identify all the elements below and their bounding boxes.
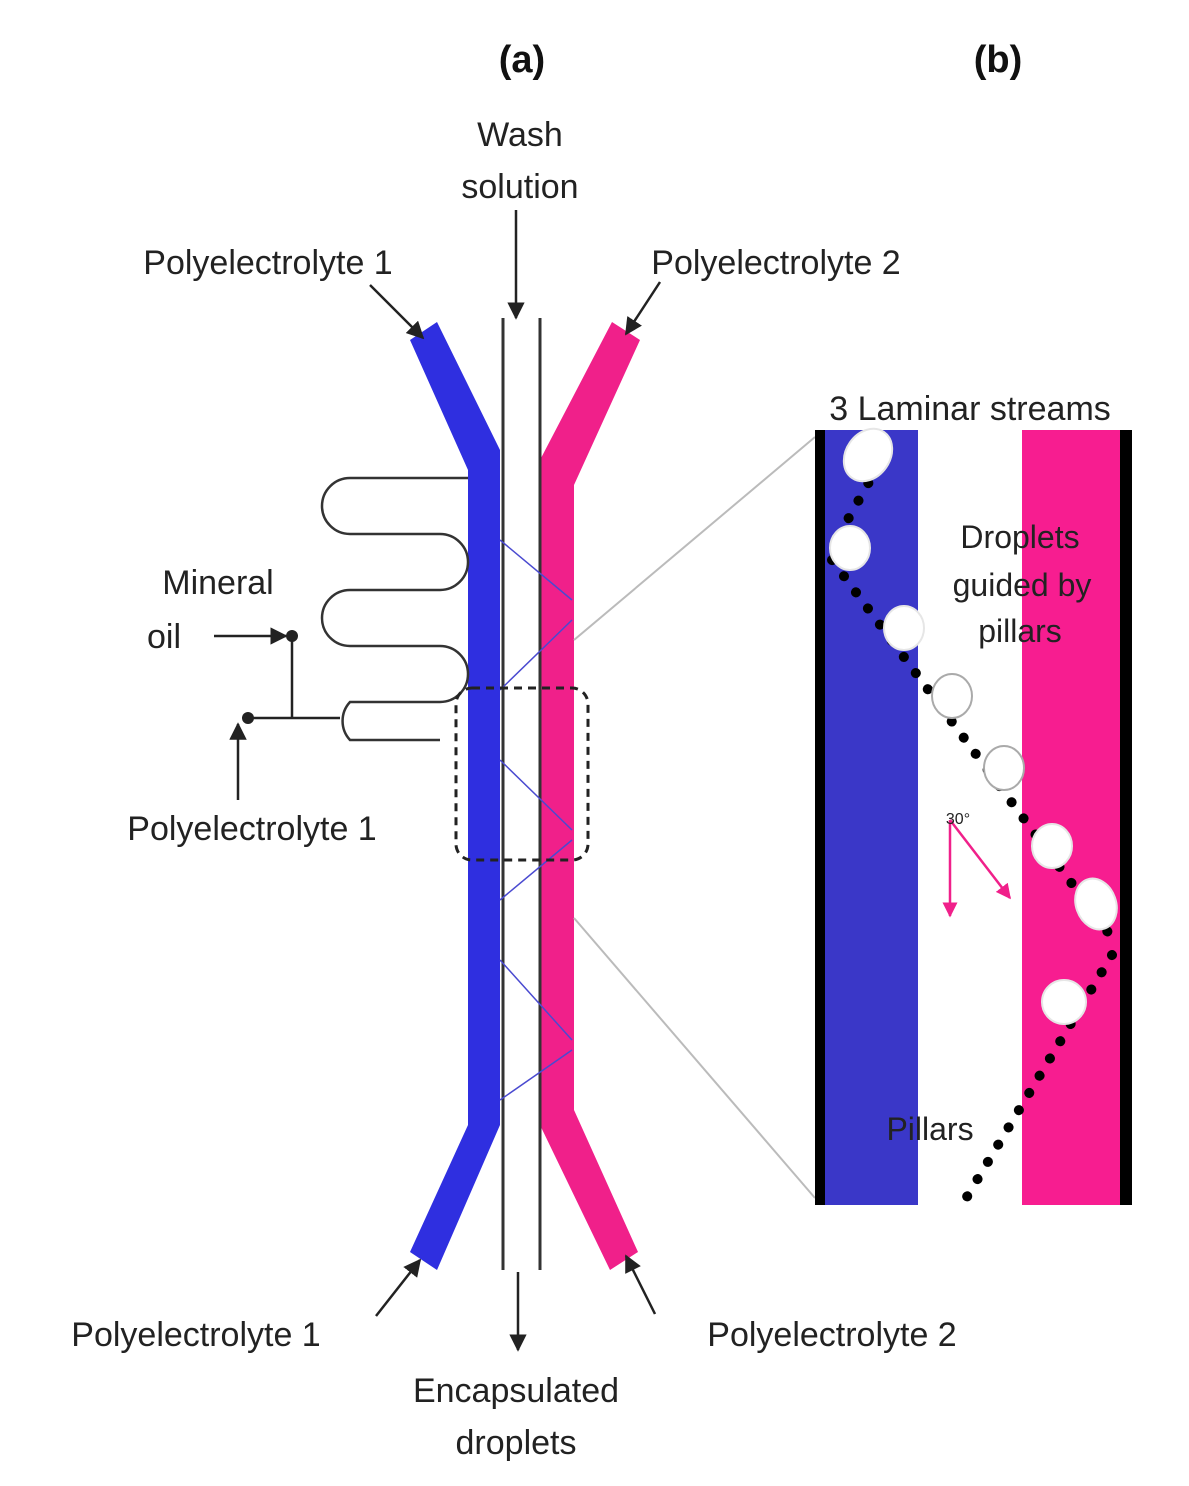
pe1-channel xyxy=(410,322,500,1270)
label-arrows xyxy=(214,210,662,1352)
droplet xyxy=(883,605,925,651)
pe1-side-inlet-dot xyxy=(242,712,254,724)
encapsulated-label-line2: droplets xyxy=(456,1424,577,1462)
mineral-oil-inlet-dot xyxy=(286,630,298,642)
pe1-bottom-label: Polyelectrolyte 1 xyxy=(71,1316,320,1354)
pe2-channel xyxy=(540,322,640,1270)
droplets-guided-label-line1: Droplets xyxy=(960,519,1079,555)
droplet xyxy=(931,673,973,719)
droplet xyxy=(983,745,1025,791)
wash-solution-label-line2: solution xyxy=(461,168,578,206)
angle-indicator xyxy=(942,819,1011,918)
pillars-label: Pillars xyxy=(886,1111,973,1147)
droplet xyxy=(1041,979,1087,1025)
zoom-panel xyxy=(815,430,1132,1205)
pe1-top-label: Polyelectrolyte 1 xyxy=(143,244,392,282)
droplet xyxy=(1031,823,1073,869)
droplets-guided-label-line2: guided by xyxy=(953,567,1092,603)
droplet xyxy=(1074,877,1118,931)
device-channels xyxy=(410,318,640,1270)
pe2-top-label: Polyelectrolyte 2 xyxy=(651,244,900,282)
encapsulated-label-line1: Encapsulated xyxy=(413,1372,619,1410)
panel-label-b: (b) xyxy=(974,39,1023,81)
droplet xyxy=(842,427,894,483)
zoom-blue-edge xyxy=(815,430,825,1205)
zoom-connector-top xyxy=(573,436,816,641)
panel-label-a: (a) xyxy=(499,39,545,81)
serpentine-channel xyxy=(320,476,470,742)
zoom-region-box xyxy=(454,686,590,862)
side-inlets xyxy=(248,636,340,720)
mineral-oil-label-line2: oil xyxy=(147,618,181,656)
droplet xyxy=(829,525,871,571)
zoom-pink-edge xyxy=(1120,430,1132,1205)
droplets-guided-label-line3: pillars xyxy=(978,613,1062,649)
angle-label: 30° xyxy=(946,811,970,828)
mineral-oil-label-line1: Mineral xyxy=(162,564,273,602)
laminar-streams-label: 3 Laminar streams xyxy=(829,390,1111,428)
droplets xyxy=(829,427,1118,1025)
wash-solution-label-line1: Wash xyxy=(477,116,563,154)
pe1-side-label: Polyelectrolyte 1 xyxy=(127,810,376,848)
zoom-connector-bottom xyxy=(573,917,816,1199)
pe2-bottom-label: Polyelectrolyte 2 xyxy=(707,1316,956,1354)
pillar-guides xyxy=(499,539,573,1101)
